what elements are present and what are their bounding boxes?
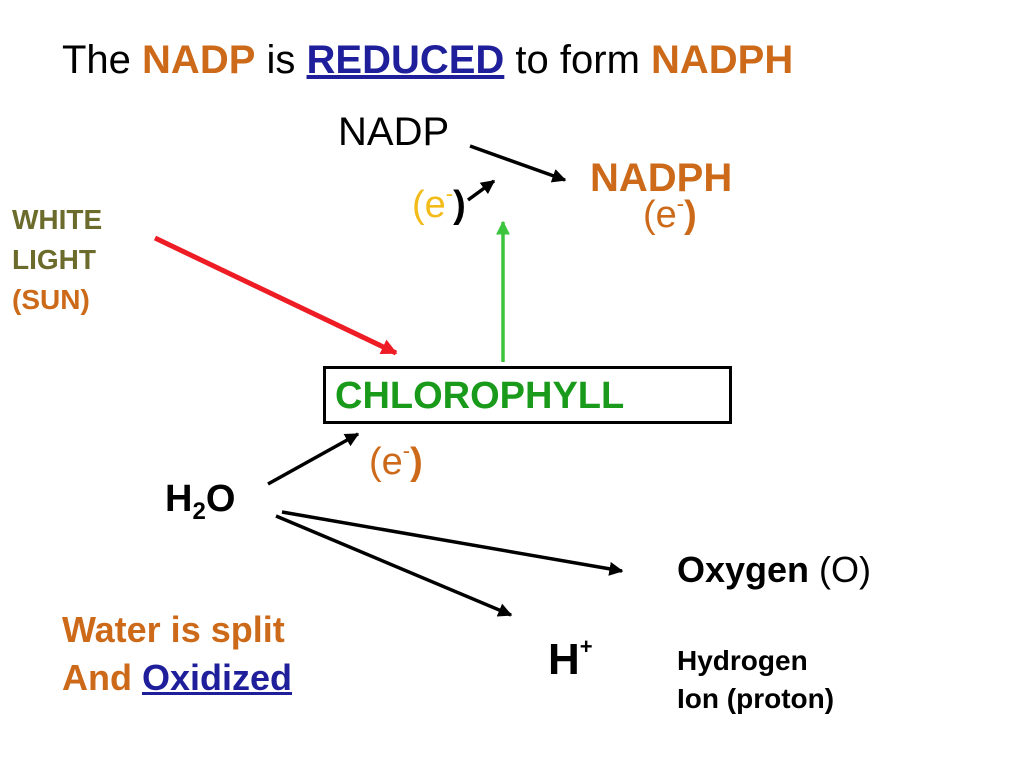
hydrogen-ion-symbol: H+	[548, 636, 593, 682]
arrow-sunlight	[153, 235, 398, 356]
title-nadp: NADP	[142, 38, 256, 82]
title-reduced: REDUCED	[306, 38, 505, 82]
hydrogen-ion-h: H	[548, 635, 580, 684]
water-o: O	[205, 478, 236, 520]
white-light-line2: LIGHT	[12, 244, 96, 275]
oxygen-symbol: (O)	[809, 549, 872, 590]
chlorophyll-box	[323, 366, 732, 424]
electron-close: )	[453, 184, 466, 226]
electron-minus: -	[402, 438, 411, 463]
hydrogen-desc-line1: Hydrogen	[677, 645, 808, 676]
water-note-line2: And Oxidized	[62, 654, 292, 702]
oxygen-label: Oxygen (O)	[677, 552, 871, 588]
hydrogen-desc-line2: Ion (proton)	[677, 683, 835, 714]
electron-label-nadph: (e-)	[643, 191, 697, 236]
water-note-line1: Water is split	[62, 609, 285, 650]
electron-minus: -	[676, 191, 685, 216]
electron-open: (e	[643, 194, 677, 236]
water-note: Water is split And Oxidized	[62, 606, 292, 702]
white-light-line3: (SUN)	[12, 284, 90, 315]
water-note-oxidized: Oxidized	[141, 657, 293, 698]
electron-close: )	[684, 194, 697, 236]
water-sub: 2	[192, 498, 206, 525]
chlorophyll-label: CHLOROPHYLL	[335, 375, 625, 417]
hydrogen-ion-description: Hydrogen Ion (proton)	[677, 642, 834, 718]
arrow-electron-up	[466, 179, 496, 202]
arrow-water-to-chlorophyll	[267, 432, 360, 486]
electron-label-water: (e-)	[369, 438, 423, 483]
title-nadph: NADPH	[651, 38, 794, 82]
water-formula: H2O	[165, 480, 235, 524]
water-note-prefix: And	[62, 657, 142, 698]
white-light-label: WHITE LIGHT (SUN)	[12, 200, 102, 320]
electron-minus: -	[445, 181, 454, 206]
electron-label-yellow: (e-)	[412, 181, 466, 226]
electron-open: (e	[412, 184, 446, 226]
electron-open: (e	[369, 441, 403, 483]
nadp-label: NADP	[338, 110, 450, 154]
electron-close: )	[410, 441, 423, 483]
title-text-2: is	[255, 38, 307, 82]
nadph-label: NADPH	[590, 156, 733, 200]
slide-title: The NADP is REDUCED to form NADPH	[62, 40, 793, 80]
oxygen-name: Oxygen	[677, 549, 810, 590]
arrow-water-to-oxygen	[281, 510, 624, 576]
title-text-1: The	[62, 38, 143, 82]
arrow-water-to-hydrogen	[275, 514, 513, 617]
hydrogen-ion-plus: +	[579, 634, 593, 659]
title-text-3: to form	[504, 38, 652, 82]
arrow-nadp-to-nadph	[469, 144, 567, 183]
white-light-line1: WHITE	[12, 204, 103, 235]
water-h: H	[165, 478, 193, 520]
